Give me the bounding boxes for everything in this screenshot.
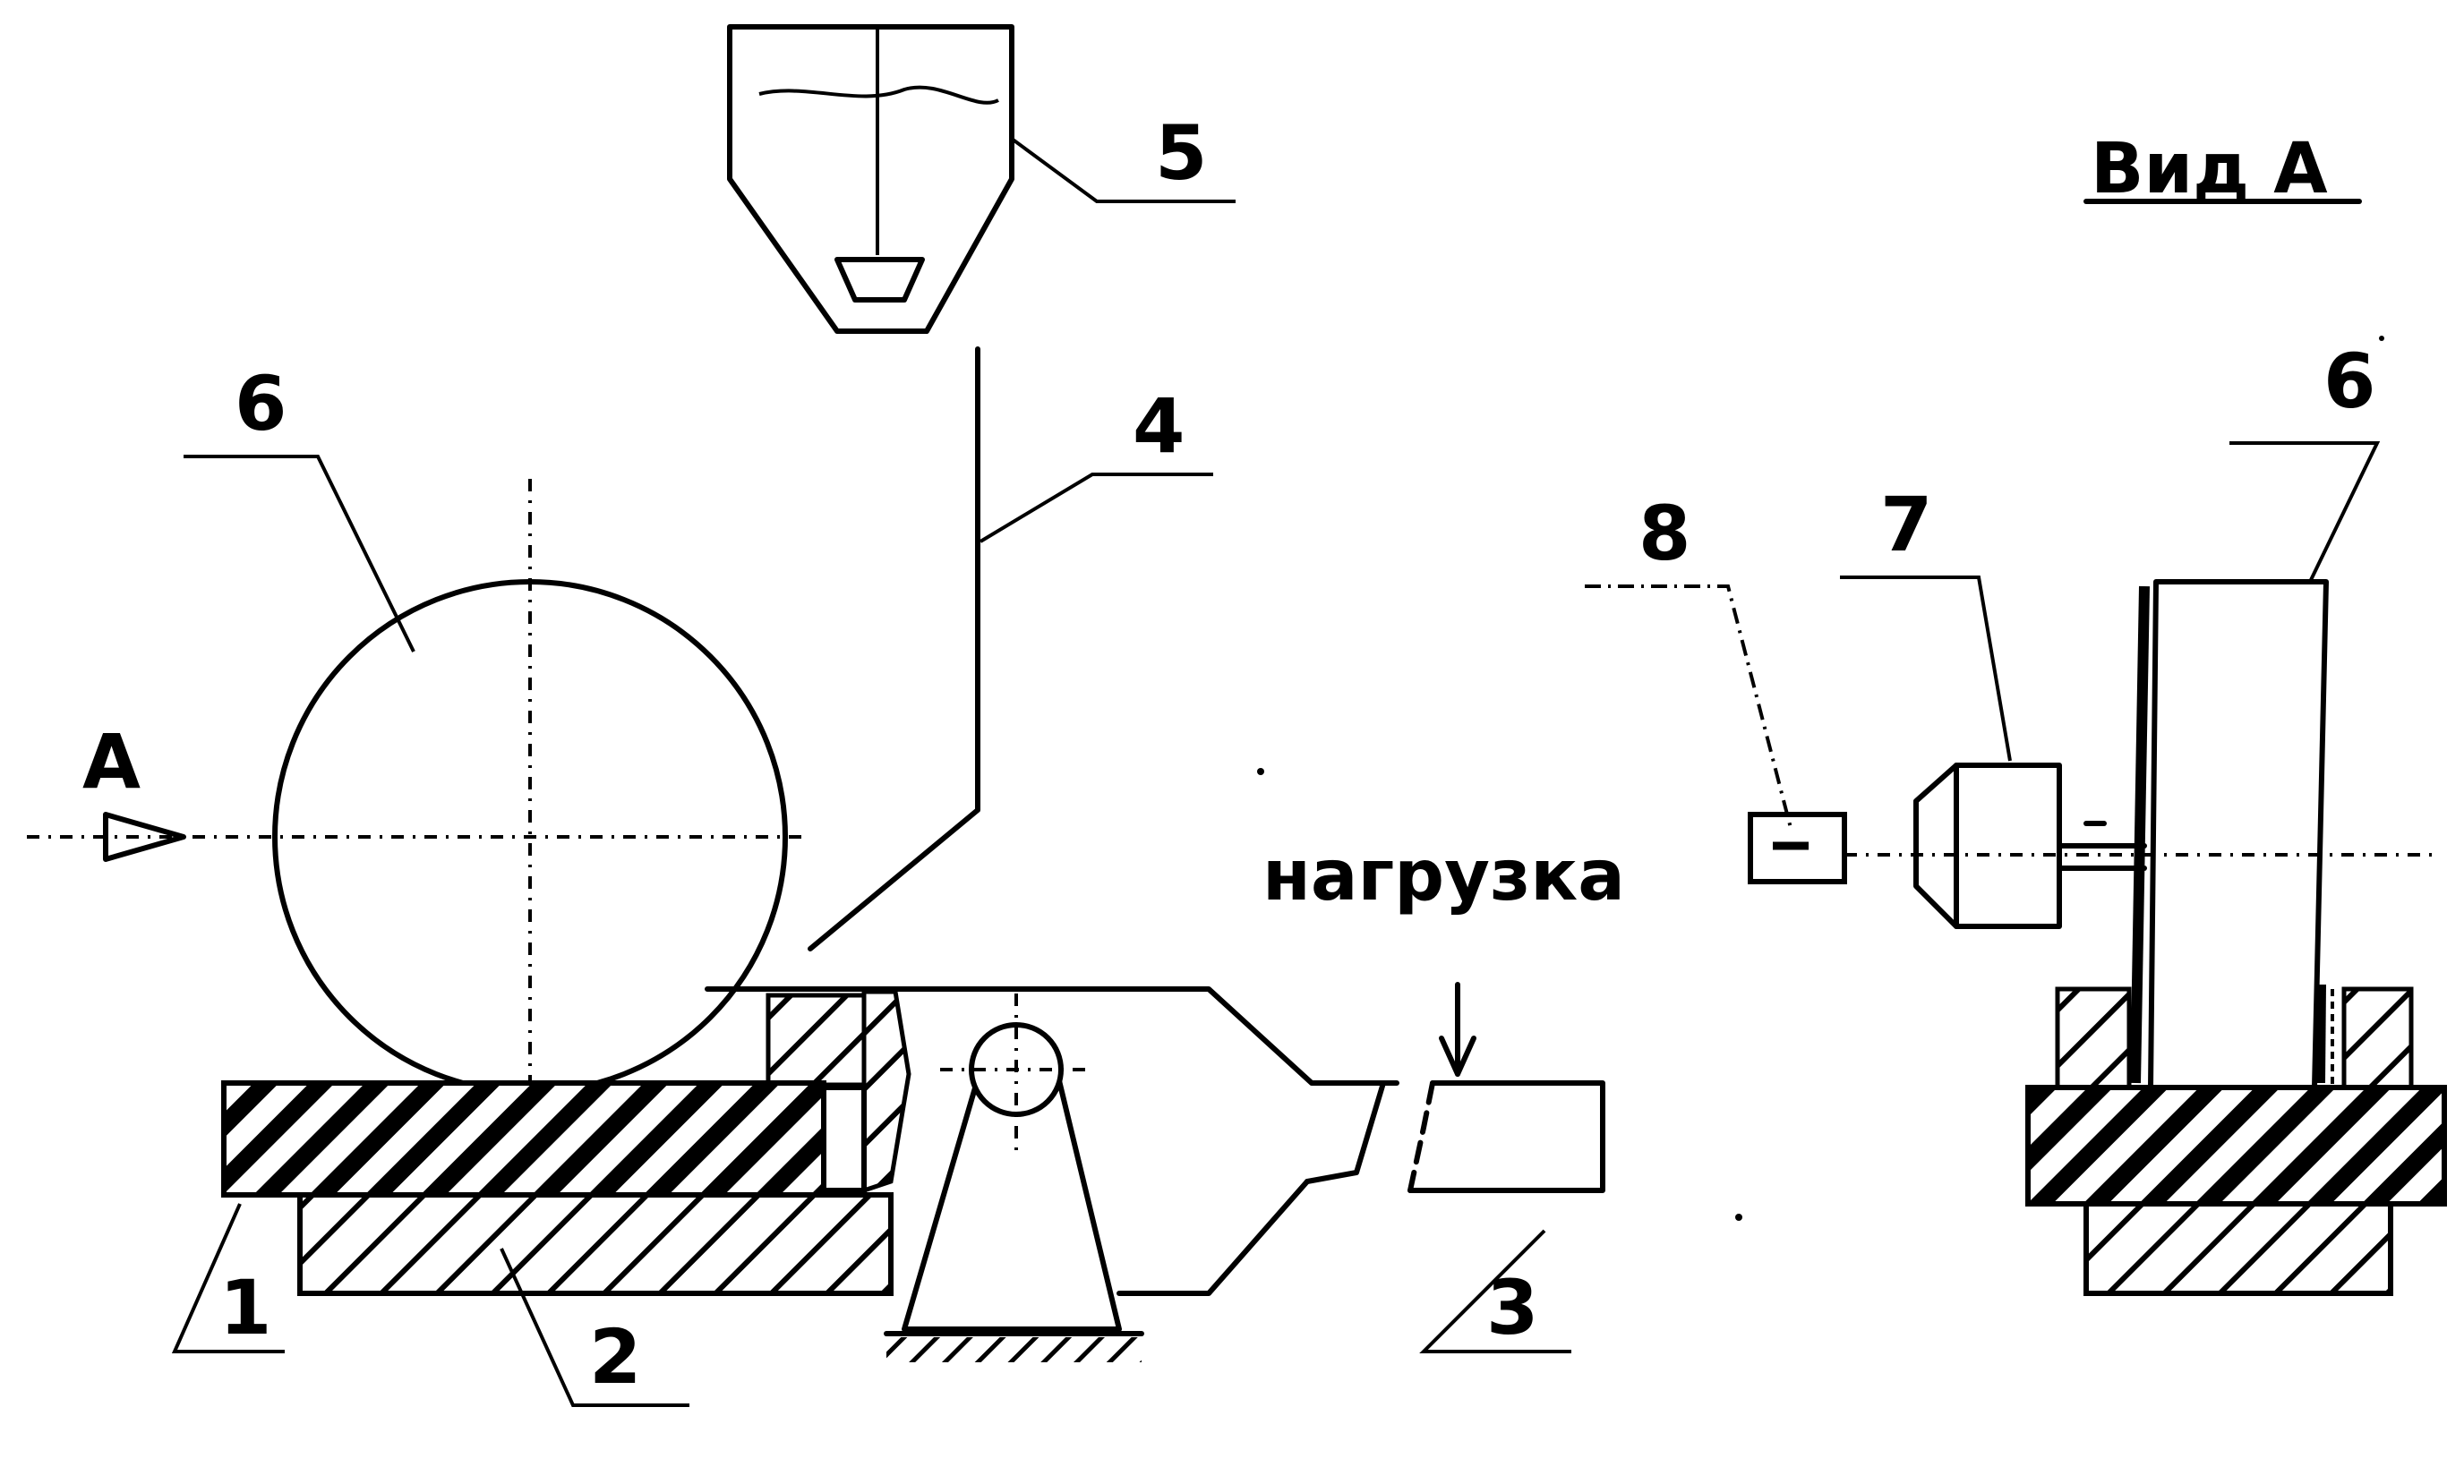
- label-6-view: 6: [2323, 337, 2375, 425]
- specimen: [221, 1080, 826, 1198]
- motor: [1913, 763, 2147, 929]
- chute: [808, 346, 980, 951]
- load-weight: [1407, 982, 1605, 1193]
- view-arrow: [103, 812, 186, 862]
- roller-side: [2130, 579, 2329, 1090]
- label-1: 1: [219, 1264, 271, 1352]
- hopper-valve: [834, 257, 925, 303]
- view-a: Вид А: [1585, 129, 2447, 1296]
- label-4: 4: [1133, 382, 1185, 470]
- holder-side: [2083, 1201, 2393, 1296]
- hopper: [727, 24, 1014, 334]
- label-8: 8: [1638, 490, 1690, 577]
- view-title: Вид А: [2091, 129, 2328, 209]
- pivot-support: [884, 994, 1144, 1362]
- label-7: 7: [1880, 481, 1932, 568]
- label-2: 2: [589, 1313, 641, 1401]
- label-5: 5: [1155, 109, 1207, 197]
- label-3: 3: [1486, 1264, 1538, 1352]
- label-view-arrow: A: [82, 718, 141, 806]
- specimen-side: [2025, 1085, 2447, 1207]
- leader-lines: [171, 137, 1571, 1407]
- roller: [27, 479, 810, 1105]
- label-6-main: 6: [235, 360, 287, 448]
- holder: [297, 1192, 894, 1296]
- label-load: нагрузка: [1262, 836, 1625, 917]
